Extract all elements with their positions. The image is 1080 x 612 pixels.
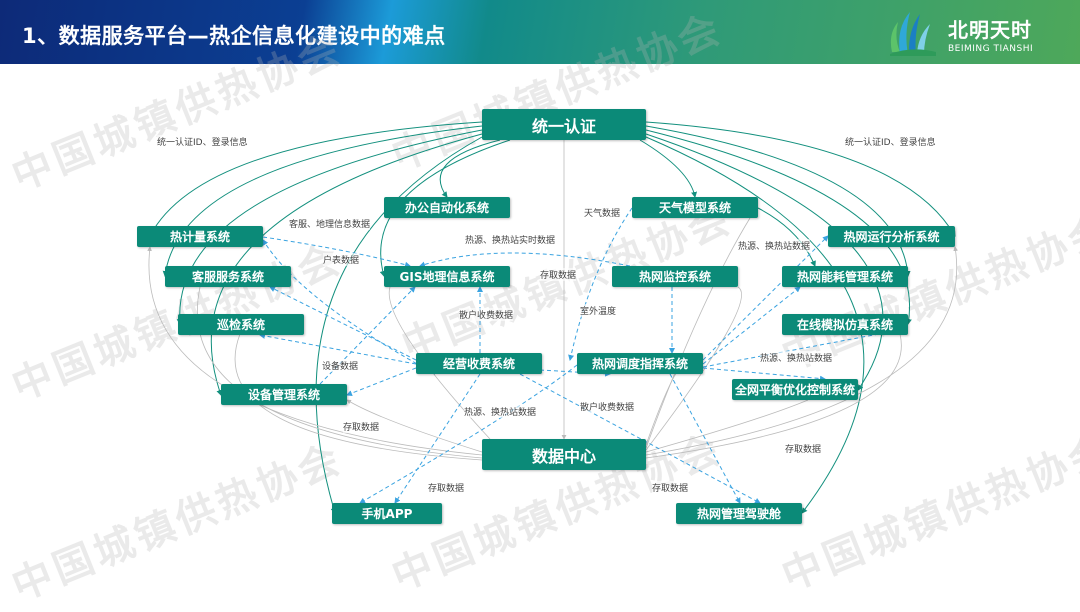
edge-label: 热源、换热站数据 — [738, 239, 811, 252]
edge-label: 存取数据 — [343, 420, 380, 433]
edge-label: 天气数据 — [584, 206, 621, 219]
node-energy: 热网能耗管理系统 — [782, 266, 908, 287]
title-bar: 1、数据服务平台—热企信息化建设中的难点 北明天时 BEIMING TIANSH… — [0, 0, 1080, 64]
node-app: 手机APP — [332, 503, 442, 524]
edge-label: 热源、换热站数据 — [760, 351, 833, 364]
edge-label: 存取数据 — [785, 442, 822, 455]
edge-label: 存取数据 — [652, 481, 689, 494]
node-auth: 统一认证 — [482, 109, 646, 140]
node-customer: 客服服务系统 — [165, 266, 291, 287]
company-logo: 北明天时 BEIMING TIANSHI — [884, 8, 1074, 58]
node-weather: 天气模型系统 — [632, 197, 758, 218]
node-balance: 全网平衡优化控制系统 — [732, 379, 858, 400]
node-monitor: 热网监控系统 — [612, 266, 738, 287]
edge-label: 统一认证ID、登录信息 — [157, 135, 248, 148]
node-patrol: 巡检系统 — [178, 314, 304, 335]
logo-name-en: BEIMING TIANSHI — [948, 44, 1034, 54]
node-net-analysis: 热网运行分析系统 — [828, 226, 955, 247]
node-simulation: 在线模拟仿真系统 — [782, 314, 908, 335]
node-oa: 办公自动化系统 — [384, 197, 510, 218]
node-gis: GIS地理信息系统 — [384, 266, 510, 287]
edge-label: 户表数据 — [323, 253, 360, 266]
edge-label: 热源、换热站实时数据 — [465, 233, 556, 246]
edge-label: 统一认证ID、登录信息 — [845, 135, 936, 148]
node-dispatch: 热网调度指挥系统 — [577, 353, 703, 374]
edge-label: 热源、换热站数据 — [464, 405, 537, 418]
node-billing: 经营收费系统 — [416, 353, 542, 374]
datacenter-edges — [147, 140, 959, 461]
node-datacenter: 数据中心 — [482, 439, 646, 470]
logo-mark-icon — [890, 12, 936, 56]
node-heat-meter: 热计量系统 — [137, 226, 263, 247]
edge-label: 设备数据 — [322, 359, 359, 372]
edge-label: 散户收费数据 — [459, 308, 514, 321]
node-equipment: 设备管理系统 — [221, 384, 347, 405]
logo-name-cn: 北明天时 — [948, 18, 1032, 42]
edge-label: 客服、地理信息数据 — [289, 217, 371, 230]
edge-label: 存取数据 — [428, 481, 465, 494]
edge-label: 存取数据 — [540, 268, 577, 281]
edge-label: 散户收费数据 — [580, 400, 635, 413]
edge-label: 室外温度 — [580, 304, 617, 317]
page-title: 1、数据服务平台—热企信息化建设中的难点 — [22, 24, 446, 48]
node-cockpit: 热网管理驾驶舱 — [676, 503, 802, 524]
